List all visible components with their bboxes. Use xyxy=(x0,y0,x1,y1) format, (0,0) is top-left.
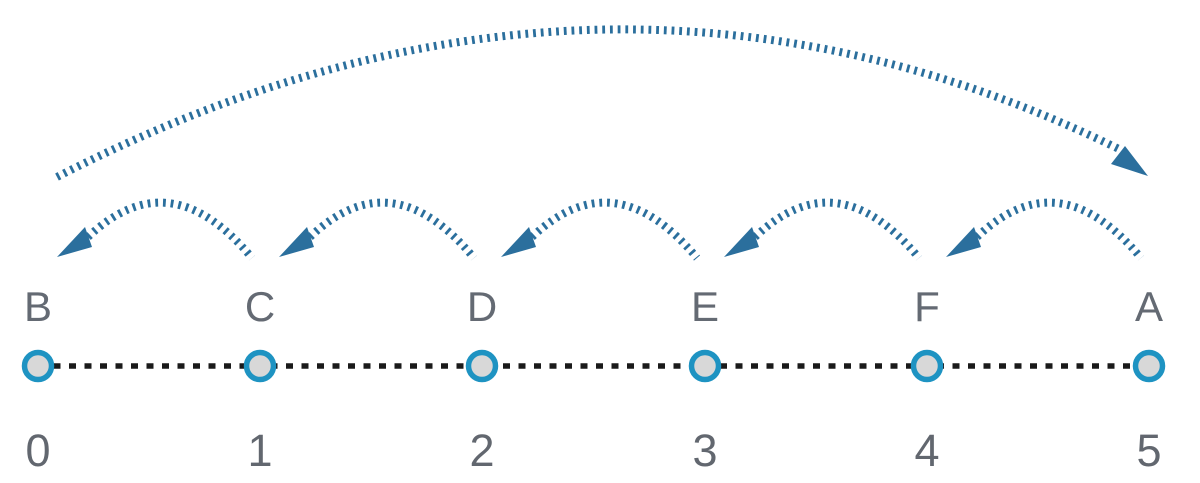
long-jump-arc-path xyxy=(55,25,1123,181)
point-marker xyxy=(465,349,499,383)
step-arc-path xyxy=(307,198,478,261)
point-marker xyxy=(21,349,55,383)
arrowhead-left-icon xyxy=(501,227,536,257)
step-arc-path xyxy=(752,198,923,261)
step-arc-path xyxy=(529,198,701,261)
point-label: E xyxy=(691,283,719,330)
step-arcs xyxy=(57,198,1145,261)
tick-number: 5 xyxy=(1136,425,1161,476)
arrowhead-left-icon xyxy=(946,227,981,257)
arrowhead-left-icon xyxy=(57,227,92,257)
tick-numbers: 0 1 2 3 4 5 xyxy=(25,425,1161,476)
tick-number: 2 xyxy=(469,425,494,476)
tick-number: 3 xyxy=(692,425,717,476)
step-arc-f-to-e xyxy=(724,198,923,261)
point-label: F xyxy=(914,283,940,330)
tick-number: 0 xyxy=(25,425,50,476)
step-arc-d-to-c xyxy=(279,198,478,261)
point-label: C xyxy=(245,283,275,330)
point-marker xyxy=(688,349,722,383)
point-marker xyxy=(243,349,277,383)
step-arc-path xyxy=(85,198,256,261)
step-arc-a-to-f xyxy=(946,198,1145,261)
tick-number: 1 xyxy=(247,425,272,476)
step-arc-c-to-b xyxy=(57,198,256,261)
point-markers xyxy=(21,349,1166,383)
point-label: A xyxy=(1135,283,1163,330)
step-arc-e-to-d xyxy=(501,198,701,261)
arrowhead-left-icon xyxy=(724,227,759,257)
step-arc-path xyxy=(974,198,1145,261)
point-label: D xyxy=(467,283,497,330)
point-label: B xyxy=(24,283,52,330)
point-marker xyxy=(1132,349,1166,383)
arrowhead-right-icon xyxy=(1111,146,1148,176)
point-marker xyxy=(910,349,944,383)
arrowhead-left-icon xyxy=(279,227,314,257)
tick-number: 4 xyxy=(914,425,939,476)
long-jump-arc xyxy=(55,25,1148,181)
point-labels: B C D E F A xyxy=(24,283,1163,330)
